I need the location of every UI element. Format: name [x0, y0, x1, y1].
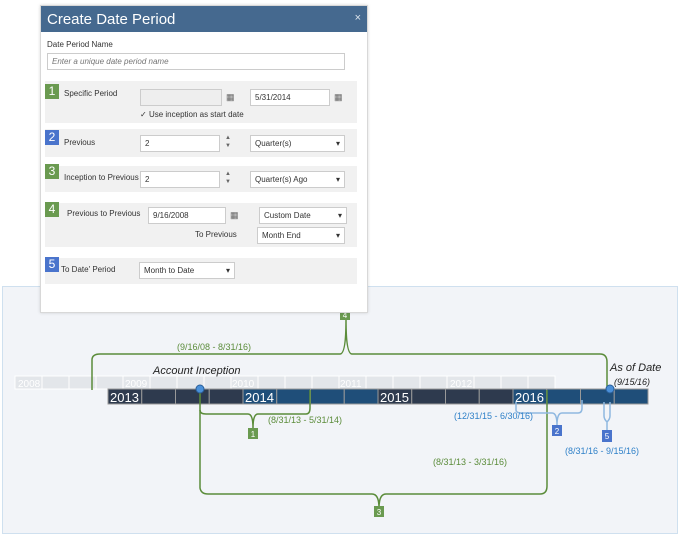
- start-date-input[interactable]: [140, 89, 222, 106]
- badge-3: 3: [45, 164, 59, 179]
- row-label: Previous to Previous: [67, 209, 141, 218]
- front-quarter: [141, 388, 176, 405]
- front-quarter: [613, 388, 649, 405]
- back-quarter: [95, 375, 124, 390]
- back-quarter: [284, 375, 313, 390]
- range-4: (9/16/08 - 8/31/16): [177, 342, 251, 352]
- inception-dot: [195, 384, 205, 394]
- row-label: To Date' Period: [61, 265, 116, 274]
- back-quarter: [527, 375, 556, 390]
- row-to-date-period: 5 To Date' Period Month to Date: [45, 257, 357, 284]
- range-5: (8/31/16 - 9/15/16): [565, 446, 639, 456]
- to-date-select[interactable]: Month to Date: [139, 262, 235, 279]
- front-quarter: [411, 388, 446, 405]
- row-label: Inception to Previous: [64, 173, 139, 182]
- back-year: 2009: [125, 379, 148, 390]
- dialog-header: Create Date Period ×: [41, 6, 367, 32]
- back-year: 2008: [18, 379, 41, 390]
- back-quarter: [257, 375, 286, 390]
- stepper-icon[interactable]: ▲▼: [225, 171, 231, 185]
- previous-unit-select[interactable]: Quarter(s): [250, 135, 345, 152]
- asof-label: As of Date: [609, 362, 661, 374]
- use-inception-checkbox[interactable]: ✓ Use inception as start date: [140, 110, 244, 119]
- bracket-5: [603, 402, 611, 430]
- back-quarter: [311, 375, 340, 390]
- stepper-icon[interactable]: ▲▼: [225, 135, 231, 149]
- back-quarter: [149, 375, 178, 390]
- marker-5: 5: [605, 432, 610, 441]
- calendar-icon[interactable]: ▦: [226, 92, 235, 102]
- front-quarter: [546, 388, 581, 405]
- front-year: 2013: [110, 390, 139, 405]
- row-inception-to-previous: 3 Inception to Previous 2 ▲▼ Quarter(s) …: [45, 164, 357, 192]
- period-name-input[interactable]: [47, 53, 345, 70]
- range-1: (8/31/13 - 5/31/14): [268, 415, 342, 425]
- back-quarter: [41, 375, 70, 390]
- back-year: 2010: [232, 379, 255, 390]
- badge-4: 4: [45, 202, 59, 217]
- create-date-period-dialog: Create Date Period × Date Period Name 1 …: [40, 5, 368, 313]
- marker-2: 2: [555, 427, 560, 436]
- badge-5: 5: [45, 257, 59, 272]
- row-previous-to-previous: 4 Previous to Previous 9/16/2008 ▦ Custo…: [45, 202, 357, 247]
- checkbox-label: Use inception as start date: [148, 110, 244, 119]
- timeline-panel: [2, 286, 678, 534]
- calendar-icon[interactable]: ▦: [334, 92, 343, 102]
- front-quarter: [478, 388, 514, 405]
- back-quarter: [419, 375, 448, 390]
- back-quarter: [473, 375, 502, 390]
- front-quarter: [445, 388, 480, 405]
- marker-1: 1: [251, 430, 256, 439]
- marker-4: 4: [343, 311, 348, 320]
- back-year: 2012: [450, 379, 473, 390]
- back-quarter: [203, 375, 232, 390]
- row-specific-period: 1 Specific Period ▦ 5/31/2014 ▦ ✓ Use in…: [45, 81, 357, 123]
- range-3: (8/31/13 - 3/31/16): [433, 457, 507, 467]
- dialog-title: Create Date Period: [47, 11, 176, 28]
- asof-dot: [605, 384, 615, 394]
- inception-count-input[interactable]: 2: [140, 171, 220, 188]
- name-label: Date Period Name: [47, 40, 113, 49]
- row-previous: 2 Previous 2 ▲▼ Quarter(s): [45, 129, 357, 157]
- back-quarter: [365, 375, 394, 390]
- front-timeline: [107, 388, 649, 405]
- back-quarter: [500, 375, 529, 390]
- front-year: 2014: [245, 390, 274, 405]
- close-icon[interactable]: ×: [354, 12, 361, 24]
- inception-label: Account Inception: [152, 365, 240, 377]
- front-quarter: [276, 388, 311, 405]
- front-quarter: [208, 388, 244, 405]
- front-quarter: [175, 388, 210, 405]
- range-2: (12/31/15 - 6/30/16): [454, 411, 533, 421]
- row-label: Previous: [64, 138, 96, 147]
- front-year: 2015: [380, 390, 409, 405]
- row-label: Specific Period: [64, 89, 118, 98]
- front-quarter: [343, 388, 379, 405]
- back-timeline: 2008 2009 2010 2011 2012: [14, 375, 556, 390]
- from-date-input[interactable]: 9/16/2008: [148, 207, 226, 224]
- bracket-3: [199, 390, 548, 509]
- marker-3: 3: [377, 508, 382, 517]
- front-quarter: [310, 388, 345, 405]
- calendar-icon[interactable]: ▦: [230, 210, 239, 220]
- back-quarter: [392, 375, 421, 390]
- from-type-select[interactable]: Custom Date: [259, 207, 347, 224]
- end-date-input[interactable]: 5/31/2014: [250, 89, 330, 106]
- back-year: 2011: [340, 379, 362, 390]
- badge-2: 2: [45, 130, 59, 145]
- badge-1: 1: [45, 84, 59, 99]
- previous-count-input[interactable]: 2: [140, 135, 220, 152]
- to-type-select[interactable]: Month End: [257, 227, 345, 244]
- to-previous-label: To Previous: [195, 230, 237, 239]
- asof-date: (9/15/16): [614, 377, 650, 387]
- inception-unit-select[interactable]: Quarter(s) Ago: [250, 171, 345, 188]
- front-year: 2016: [515, 390, 544, 405]
